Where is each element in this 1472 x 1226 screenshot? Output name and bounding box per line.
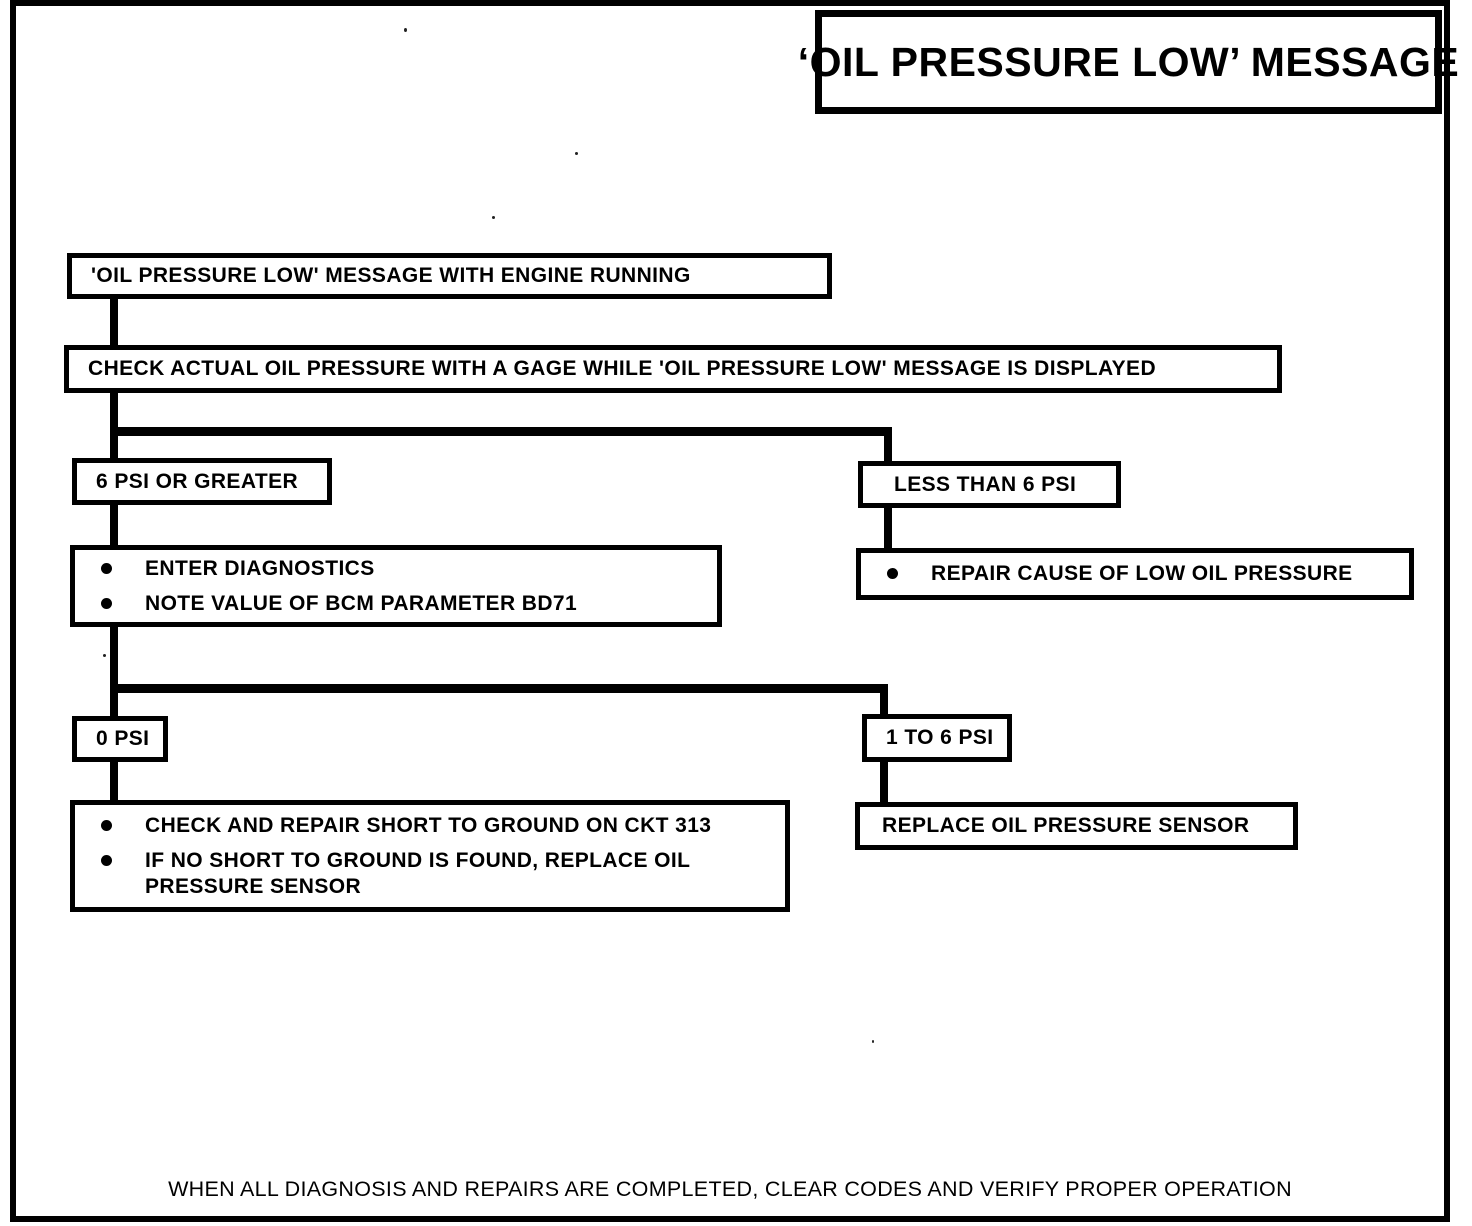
flow-box-0psi-label: 0 PSI: [96, 727, 150, 751]
check-ckt313-item-2: IF NO SHORT TO GROUND IS FOUND, REPLACE …: [145, 849, 690, 898]
flow-box-start-label: 'OIL PRESSURE LOW' MESSAGE WITH ENGINE R…: [91, 264, 691, 288]
bullet-icon: [101, 598, 112, 609]
flow-box-repair-cause: REPAIR CAUSE OF LOW OIL PRESSURE: [856, 548, 1414, 600]
flow-box-check-gage-label: CHECK ACTUAL OIL PRESSURE WITH A GAGE WH…: [88, 357, 1157, 381]
connector-branch1-right-drop: [884, 427, 892, 464]
list-item: NOTE VALUE OF BCM PARAMETER BD71: [75, 586, 703, 621]
flow-box-check-ckt313: CHECK AND REPAIR SHORT TO GROUND ON CKT …: [70, 800, 790, 912]
connector-branch1-left-drop: [110, 427, 118, 461]
flow-box-replace-sensor: REPLACE OIL PRESSURE SENSOR: [855, 802, 1298, 850]
scan-speck: [575, 152, 578, 155]
flow-box-6psi-or-greater: 6 PSI OR GREATER: [72, 458, 332, 505]
bullet-icon: [101, 820, 112, 832]
flow-box-start: 'OIL PRESSURE LOW' MESSAGE WITH ENGINE R…: [67, 253, 832, 299]
bullet-icon: [887, 568, 898, 580]
connector-branch2-left-drop: [110, 684, 118, 718]
connector-1to6-to-replace: [880, 762, 888, 804]
scan-speck: [404, 28, 407, 32]
flow-box-check-gage: CHECK ACTUAL OIL PRESSURE WITH A GAGE WH…: [64, 345, 1282, 393]
flow-box-enter-diagnostics: ENTER DIAGNOSTICS NOTE VALUE OF BCM PARA…: [70, 545, 722, 627]
connector-check-stem: [110, 393, 118, 436]
repair-cause-item-1: REPAIR CAUSE OF LOW OIL PRESSURE: [931, 562, 1353, 586]
connector-branch2-horizontal: [110, 684, 888, 693]
scan-speck: [492, 216, 495, 219]
bullet-icon: [101, 855, 112, 867]
connector-0psi-to-ckt313: [110, 762, 118, 802]
bullet-icon: [101, 562, 112, 574]
connector-start-to-check: [110, 298, 118, 350]
scan-speck: [872, 1040, 874, 1043]
flow-box-6psi-or-greater-label: 6 PSI OR GREATER: [96, 469, 299, 493]
enter-diagnostics-item-1: ENTER DIAGNOSTICS: [145, 556, 375, 580]
list-item: CHECK AND REPAIR SHORT TO GROUND ON CKT …: [75, 808, 771, 843]
flow-box-replace-sensor-label: REPLACE OIL PRESSURE SENSOR: [882, 814, 1250, 838]
connector-6psi-to-diagnostics: [110, 505, 118, 548]
diagram-title-box: ‘OIL PRESSURE LOW’ MESSAGE: [798, 10, 1459, 114]
flow-box-1to6psi: 1 TO 6 PSI: [862, 714, 1012, 762]
flow-box-1to6psi-label: 1 TO 6 PSI: [886, 726, 994, 750]
scan-speck: [103, 654, 106, 657]
list-item: ENTER DIAGNOSTICS: [75, 551, 703, 586]
enter-diagnostics-item-2: NOTE VALUE OF BCM PARAMETER BD71: [145, 592, 578, 615]
connector-branch1-horizontal: [110, 427, 892, 436]
flow-box-0psi: 0 PSI: [72, 716, 168, 762]
connector-lessthan6-to-repair: [884, 508, 892, 551]
list-item: IF NO SHORT TO GROUND IS FOUND, REPLACE …: [75, 843, 771, 903]
connector-branch2-right-drop: [880, 684, 888, 716]
diagram-title: ‘OIL PRESSURE LOW’ MESSAGE: [797, 38, 1460, 85]
check-ckt313-item-1: CHECK AND REPAIR SHORT TO GROUND ON CKT …: [145, 814, 712, 838]
connector-diagnostics-stem: [110, 627, 118, 693]
flow-box-less-than-6psi: LESS THAN 6 PSI: [858, 461, 1121, 508]
list-item: REPAIR CAUSE OF LOW OIL PRESSURE: [861, 556, 1395, 591]
footer-instruction: WHEN ALL DIAGNOSIS AND REPAIRS ARE COMPL…: [168, 1177, 1292, 1201]
page-border-frame: [10, 0, 1450, 1222]
flow-box-less-than-6psi-label: LESS THAN 6 PSI: [894, 472, 1077, 496]
